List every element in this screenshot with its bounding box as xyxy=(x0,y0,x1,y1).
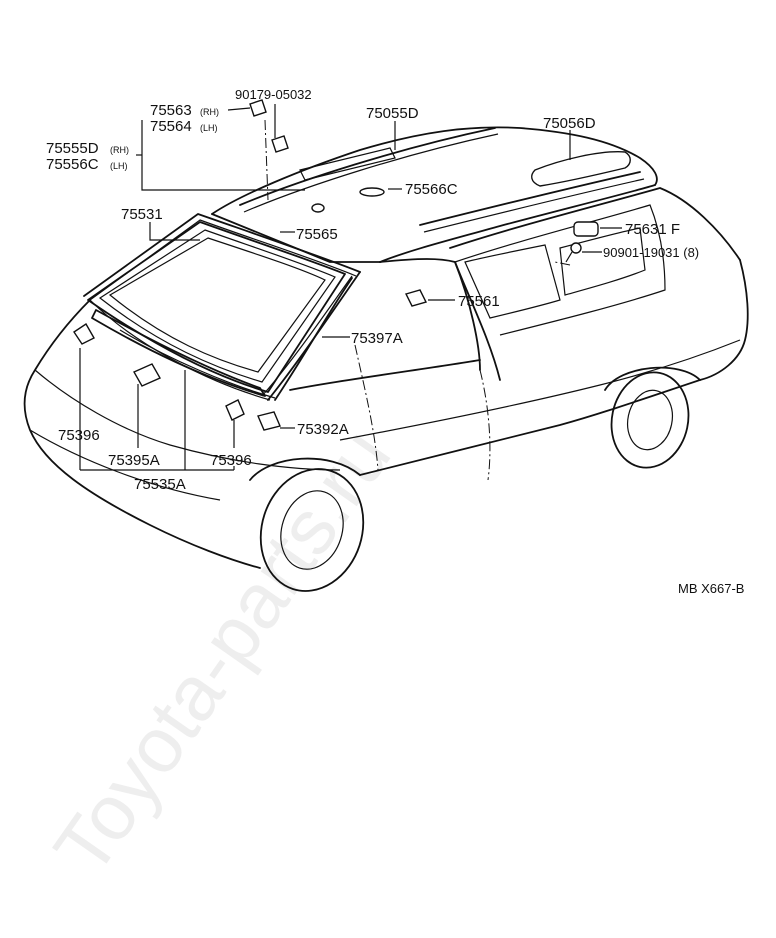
label-75392a: 75392A xyxy=(297,421,349,438)
clip-90179 xyxy=(271,135,289,153)
label-75563: 75563 xyxy=(150,102,192,119)
clip-75565 xyxy=(311,203,325,213)
label-75565: 75565 xyxy=(296,226,338,243)
label-75561: 75561 xyxy=(458,293,500,310)
label-75556c: 75556C xyxy=(46,156,99,173)
label-75566c: 75566C xyxy=(405,181,458,198)
label-90901-19031: 90901-19031 (8) xyxy=(603,245,699,260)
label-75556c-side: (LH) xyxy=(110,161,128,171)
label-75564-side: (LH) xyxy=(200,123,218,133)
callout-labels: 90179-05032 75563 (RH) 75564 (LH) 75555D… xyxy=(46,87,744,596)
label-90179-05032: 90179-05032 xyxy=(235,87,312,102)
roof-molding-75055d xyxy=(239,127,499,213)
clip-75631f xyxy=(573,221,599,237)
pillar-molding-75397a xyxy=(261,271,361,401)
windshield-molding-75531 xyxy=(83,213,361,301)
vehicle-outline xyxy=(23,126,749,592)
label-75395a: 75395A xyxy=(108,452,160,469)
label-75531: 75531 xyxy=(121,206,163,223)
label-75631f: 75631 F xyxy=(625,221,680,238)
label-75555d: 75555D xyxy=(46,140,99,157)
label-75056d: 75056D xyxy=(543,115,596,132)
label-75397a: 75397A xyxy=(351,330,403,347)
roof-rail-75056d xyxy=(419,151,645,233)
label-75563-side: (RH) xyxy=(200,107,219,117)
clip-75563 xyxy=(249,99,267,117)
label-75555d-side: (RH) xyxy=(110,145,129,155)
diagram-code: MB X667-B xyxy=(678,581,744,596)
label-75396-right: 75396 xyxy=(210,452,252,469)
clip-75561 xyxy=(404,289,428,307)
clip-75392a xyxy=(257,411,281,431)
windshield-glass xyxy=(87,221,346,397)
label-75055d: 75055D xyxy=(366,105,419,122)
clip-75395a xyxy=(133,363,161,387)
screw-90901 xyxy=(565,242,582,263)
label-75396-left: 75396 xyxy=(58,427,100,444)
clip-75566c xyxy=(359,187,385,197)
leader-lines xyxy=(79,104,622,471)
label-75535a: 75535A xyxy=(134,476,186,493)
label-75564: 75564 xyxy=(150,118,192,135)
clip-75396-left xyxy=(73,323,95,345)
clip-75396-right xyxy=(225,399,245,421)
